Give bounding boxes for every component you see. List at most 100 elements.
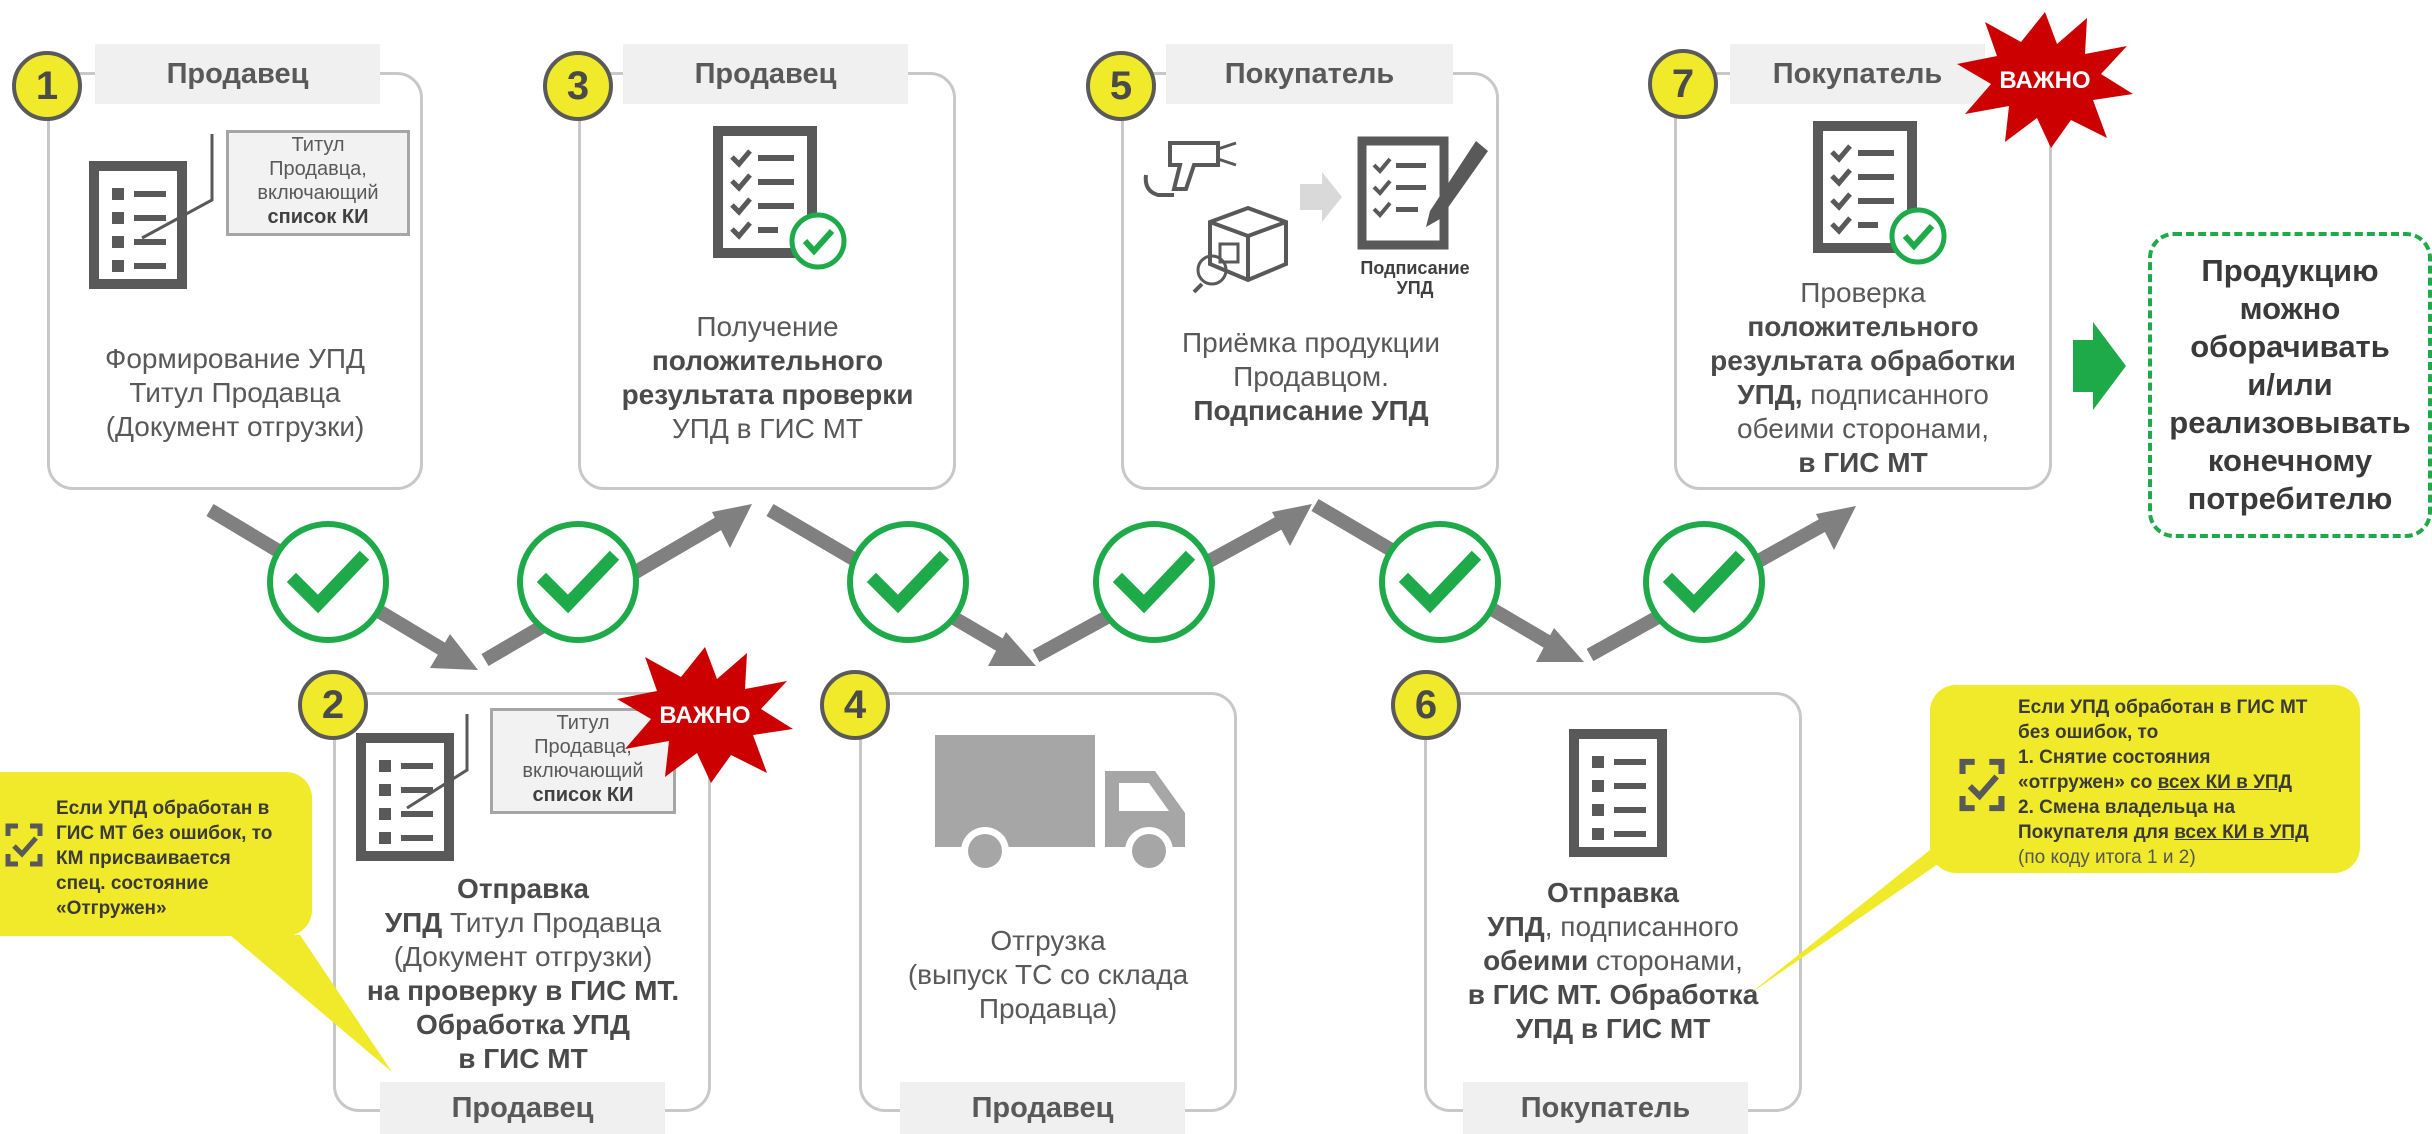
step-1-role: Продавец (95, 44, 380, 104)
step-3-role: Продавец (623, 44, 908, 104)
desc-line: Продавца) (978, 993, 1118, 1024)
desc-line: УПД, подписанного (1737, 379, 1989, 410)
label-line: Продавца, (269, 158, 367, 180)
step-7-role: Покупатель (1730, 44, 1985, 104)
note-line: без ошибок, то (2018, 722, 2159, 743)
label-line: включающий (522, 760, 644, 782)
step-1-label-box: Титул Продавца, включающий список КИ (226, 130, 410, 236)
label-bold: список КИ (267, 206, 369, 228)
delivery-truck-icon (935, 735, 1185, 875)
desc-line: Отгрузка (990, 925, 1106, 956)
label-line: Титул (556, 712, 610, 734)
note-line: КМ присваивается (56, 848, 231, 869)
desc-line-bold: в ГИС МТ. Обработка (1467, 979, 1759, 1010)
step-3-description: Получение положительного результата пров… (590, 310, 945, 446)
sign-label-line: УПД (1396, 278, 1434, 298)
step-2-role: Продавец (380, 1082, 665, 1134)
document-list-icon (1569, 729, 1667, 857)
step-4-role: Продавец (900, 1082, 1185, 1134)
result-line: реализовывать (2169, 405, 2411, 440)
sign-label: Подписание УПД (1340, 258, 1490, 298)
important-badge-step-7: ВАЖНО (1957, 12, 2133, 148)
step-4-number: 4 (820, 670, 890, 740)
desc-line: (Документ отгрузки) (105, 411, 365, 442)
desc-line-bold: УПД в ГИС МТ (1515, 1013, 1711, 1044)
result-line: оборачивать (2190, 329, 2390, 364)
step-1-number: 1 (12, 51, 82, 121)
note-line: Покупателя для всех КИ в УПД (2018, 822, 2309, 843)
desc-line-bold: положительного (1747, 311, 1979, 342)
result-line: потребителю (2187, 481, 2393, 516)
desc-line-bold: положительного (651, 345, 884, 376)
note-line: 1. Снятие состояния (2018, 747, 2211, 768)
desc-line-bold: Подписание УПД (1193, 395, 1429, 426)
important-badge-step-2: ВАЖНО (617, 647, 793, 783)
desc-line-bold: Отправка (1547, 877, 1679, 908)
desc-line: обеими сторонами, (1483, 945, 1743, 976)
desc-line: Титул Продавца (129, 377, 341, 408)
desc-line-bold: в ГИС МТ (458, 1043, 588, 1074)
note-line: «Отгружен» (56, 898, 167, 919)
step-7-description: Проверка положительного результата обраб… (1682, 276, 2044, 480)
desc-line: Формирование УПД (105, 343, 365, 374)
document-list-icon (89, 161, 187, 289)
note-line: 2. Смена владельца на (2018, 797, 2236, 818)
desc-line-bold: в ГИС МТ (1798, 447, 1928, 478)
result-line: и/или (2247, 367, 2333, 402)
note-line: «отгружен» со всех КИ в УПД (2018, 772, 2293, 793)
desc-line-bold: результата обработки (1710, 345, 2016, 376)
desc-line: (выпуск ТС со склада (907, 959, 1189, 990)
result-line: можно (2239, 291, 2341, 326)
note-line: ГИС МТ без ошибок, то (56, 823, 273, 844)
product-box-icon (1192, 205, 1288, 294)
step-2-label-box: Титул Продавца, включающий список КИ (490, 708, 676, 814)
note-left-text: Если УПД обработан в ГИС МТ без ошибок, … (56, 796, 306, 921)
desc-line: Приёмка продукции (1182, 327, 1440, 358)
checklist-approved-icon (713, 126, 847, 270)
checklist-approved-icon (1813, 121, 1947, 265)
result-line: Продукцию (2201, 253, 2379, 288)
label-line: включающий (257, 182, 379, 204)
sign-document-icon (1357, 136, 1488, 250)
step-6-description: Отправка УПД, подписанного обеими сторон… (1430, 876, 1796, 1046)
desc-line-bold: на проверку в ГИС МТ. (366, 975, 680, 1006)
label-bold: список КИ (532, 784, 634, 806)
result-box: Продукцию можно оборачивать и/или реализ… (2148, 232, 2432, 538)
desc-line: УПД Титул Продавца (384, 907, 662, 938)
note-line: Если УПД обработан в ГИС МТ (2018, 697, 2308, 718)
label-line: Продавца, (534, 736, 632, 758)
desc-line-bold: Обработка УПД (415, 1009, 631, 1040)
label-line: Титул (291, 134, 345, 156)
scan-check-icon (5, 823, 43, 867)
desc-line: обеими сторонами, (1736, 413, 1990, 444)
note-right-text: Если УПД обработан в ГИС МТ без ошибок, … (2018, 695, 2354, 870)
process-arrow-icon (1300, 172, 1342, 222)
desc-line: Проверка (1800, 277, 1926, 308)
barcode-scanner-icon (1143, 141, 1237, 197)
note-line: (по коду итога 1 и 2) (2018, 847, 2196, 868)
desc-line-bold: результата проверки (621, 379, 914, 410)
note-line: Если УПД обработан в (56, 798, 270, 819)
desc-line: Продавцом. (1233, 361, 1389, 392)
note-left: Если УПД обработан в ГИС МТ без ошибок, … (0, 772, 312, 936)
callout-line (406, 714, 469, 810)
result-text: Продукцию можно оборачивать и/или реализ… (2169, 252, 2410, 518)
sign-label-line: Подписание (1360, 258, 1470, 278)
step-4-description: Отгрузка (выпуск ТС со склада Продавца) (870, 924, 1226, 1026)
step-6-number: 6 (1391, 670, 1461, 740)
desc-line: Получение (696, 311, 839, 342)
step-5-description: Приёмка продукции Продавцом. Подписание … (1136, 326, 1486, 428)
desc-line: УПД, подписанного (1487, 911, 1739, 942)
document-list-icon (356, 733, 454, 861)
note-right: Если УПД обработан в ГИС МТ без ошибок, … (1930, 685, 2360, 873)
step-5-number: 5 (1086, 51, 1156, 121)
step-2-number: 2 (298, 670, 368, 740)
step-3-number: 3 (543, 51, 613, 121)
callout-line (141, 134, 214, 240)
result-arrow-icon (2073, 322, 2126, 410)
scan-check-icon (1959, 758, 2005, 812)
desc-line-bold: Отправка (457, 873, 589, 904)
desc-line: (Документ отгрузки) (393, 941, 653, 972)
